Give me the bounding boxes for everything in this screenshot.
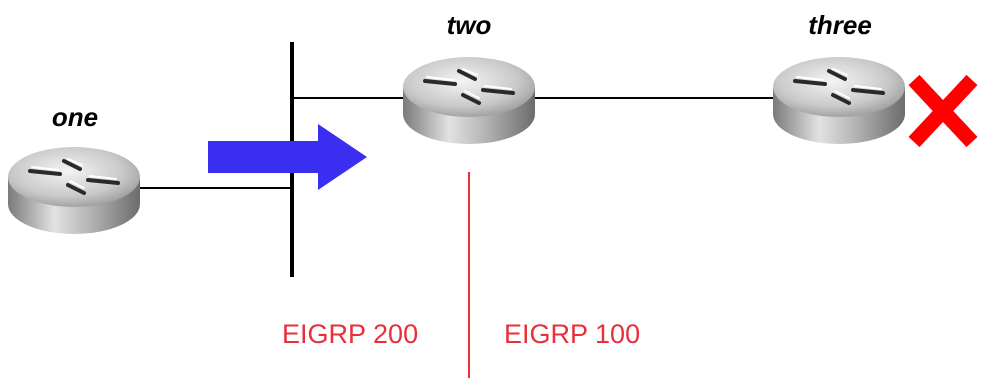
router-two[interactable] [401, 55, 537, 146]
domain-label-eigrp-100: EIGRP 100 [504, 319, 640, 349]
router-label-three: three [808, 10, 872, 40]
right-arrow-icon [208, 124, 367, 190]
router-label-two: two [447, 10, 492, 40]
router-label-one: one [52, 102, 98, 132]
router-icon [401, 55, 537, 146]
router-icon [6, 145, 142, 236]
router-icon [771, 55, 907, 146]
domain-label-eigrp-200: EIGRP 200 [282, 319, 418, 349]
router-one[interactable] [6, 145, 142, 236]
router-three[interactable] [771, 55, 907, 146]
x-mark-icon [908, 74, 978, 148]
